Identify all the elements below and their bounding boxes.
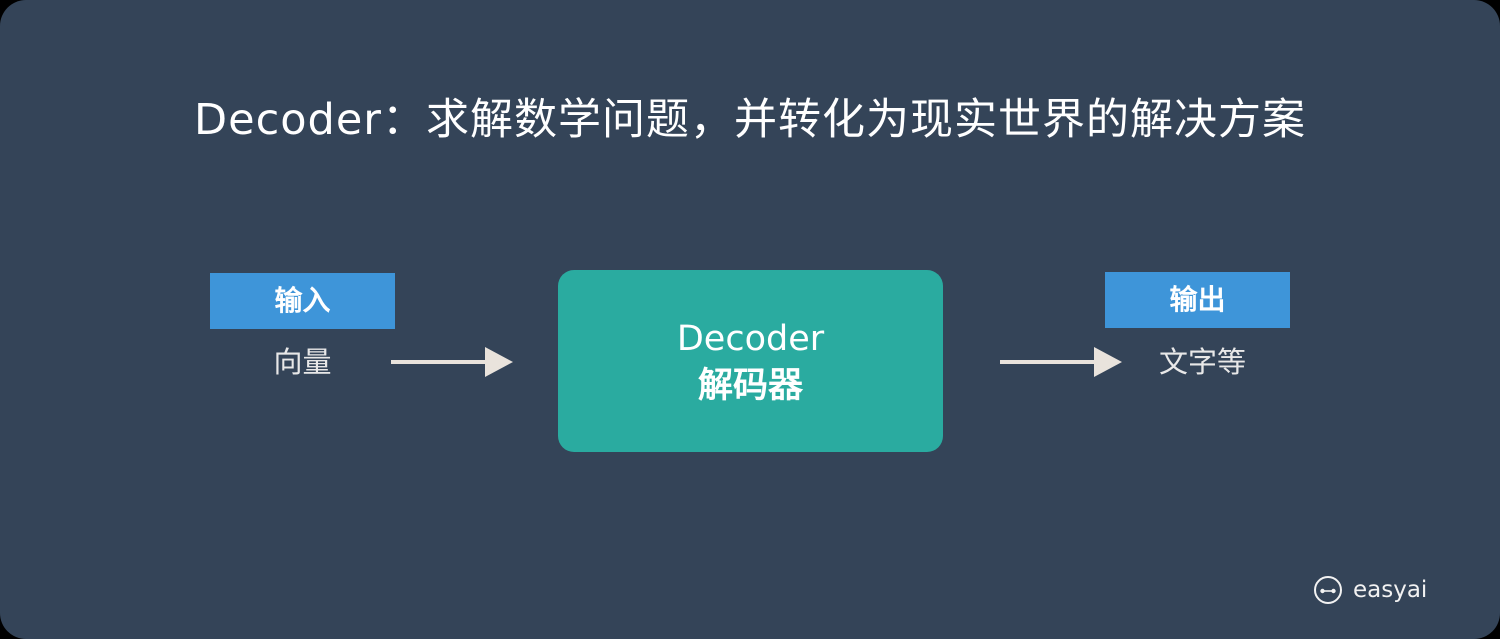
page-title: Decoder：求解数学问题，并转化为现实世界的解决方案: [194, 95, 1306, 145]
logo-text: easyai: [1353, 577, 1428, 603]
input-content: 向量: [273, 345, 332, 379]
decoder-name: Decoder: [676, 319, 825, 359]
decoder-subtitle: 解码器: [697, 366, 803, 406]
input-tag: 输入: [210, 273, 395, 329]
easyai-logo: easyai: [1313, 573, 1427, 607]
decoder-box: Decoder 解码器: [558, 270, 943, 452]
output-tag: 输出: [1105, 272, 1290, 328]
input-arrow: [391, 347, 513, 377]
easyai-logo-icon: [1314, 576, 1342, 604]
output-arrow: [1000, 347, 1122, 377]
output-content: 文字等: [1158, 345, 1246, 379]
